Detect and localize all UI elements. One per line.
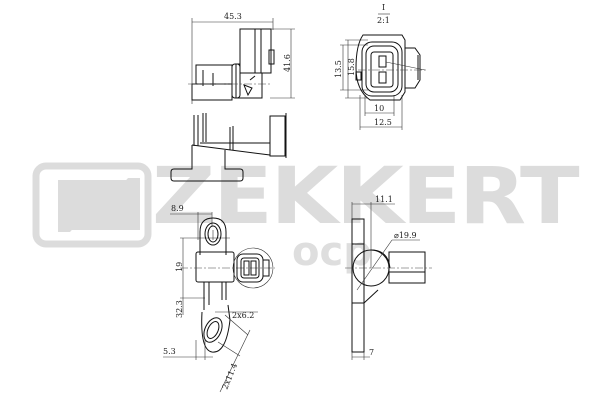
dim-13-5: 13.5	[334, 60, 343, 78]
dim-8-9: 8.9	[171, 204, 184, 213]
dim-19-9: ⌀19.9	[394, 231, 417, 240]
dim-11-1: 11.1	[375, 195, 393, 204]
top-view	[188, 18, 295, 104]
front-view	[163, 212, 275, 393]
ocp-watermark: ocp	[292, 229, 372, 275]
dim-19: 19	[175, 262, 184, 272]
detail-scale: 2:1	[377, 16, 390, 25]
dim-45-3: 45.3	[224, 12, 242, 21]
dim-2x11-4: 2x11.4	[221, 362, 240, 391]
detail-label: I	[382, 3, 385, 12]
dim-15-8: 15.8	[347, 58, 356, 76]
dim-41-6: 41.6	[283, 54, 292, 72]
dim-32-3: 32.3	[175, 300, 184, 318]
side-view	[345, 202, 432, 360]
dim-5-3: 5.3	[163, 347, 176, 356]
dim-12-5: 12.5	[374, 118, 392, 127]
dim-10: 10	[374, 104, 384, 113]
brand-watermark: ZEKKERT	[152, 152, 580, 242]
dim-7: 7	[369, 348, 374, 357]
connector-detail	[340, 13, 428, 130]
side-elevation	[170, 113, 287, 182]
dim-2x6-2: 2x6.2	[232, 311, 254, 320]
